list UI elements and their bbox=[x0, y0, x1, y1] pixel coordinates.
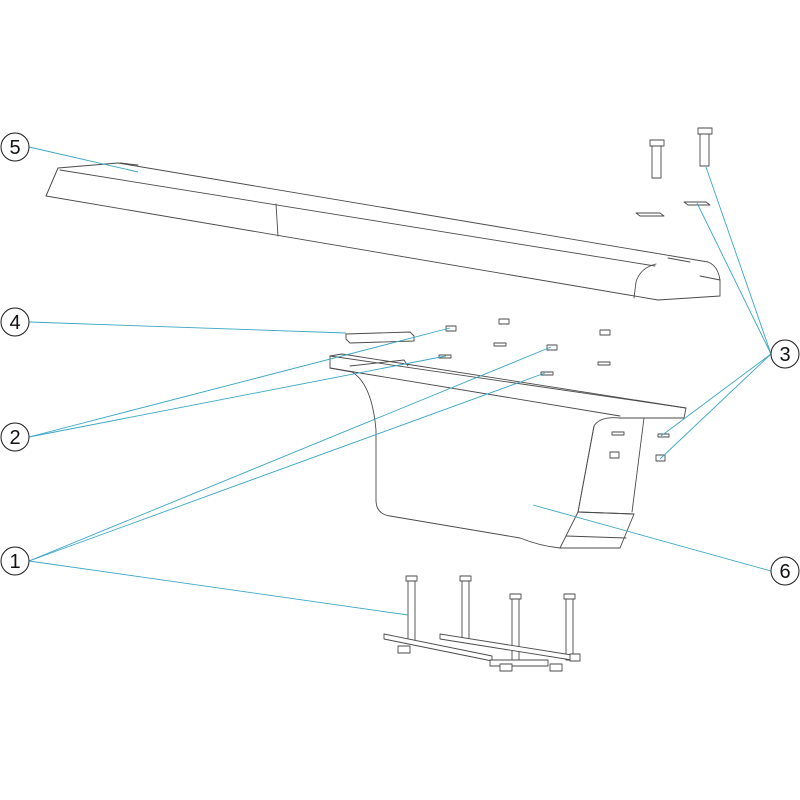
leader-3c bbox=[660, 353, 772, 437]
callout-2-label: 2 bbox=[9, 427, 20, 449]
part-4-plate bbox=[345, 331, 415, 344]
part-3-top-bolts bbox=[635, 127, 713, 217]
leader-2a bbox=[28, 327, 451, 438]
callout-5: 5 bbox=[0, 132, 30, 162]
leader-3a bbox=[705, 166, 772, 355]
leader-1a bbox=[28, 346, 552, 562]
leader-lines bbox=[28, 146, 772, 616]
callout-6: 6 bbox=[770, 556, 800, 586]
callout-1: 1 bbox=[0, 546, 30, 576]
leader-1c bbox=[28, 560, 409, 616]
part-1-anchor-frame bbox=[383, 575, 581, 672]
callout-1-label: 1 bbox=[9, 551, 20, 573]
leader-4 bbox=[28, 321, 347, 334]
leader-3b bbox=[696, 202, 772, 355]
callout-3: 3 bbox=[770, 339, 800, 369]
leader-2b bbox=[28, 355, 447, 438]
part-6-support bbox=[329, 353, 687, 549]
callout-6-label: 6 bbox=[779, 561, 790, 583]
part-5-board bbox=[45, 162, 721, 301]
callout-5-label: 5 bbox=[9, 137, 20, 159]
leader-1b bbox=[28, 372, 546, 562]
leader-6 bbox=[532, 504, 772, 572]
callout-3-label: 3 bbox=[779, 344, 790, 366]
callout-4: 4 bbox=[0, 307, 30, 337]
callout-2: 2 bbox=[0, 422, 30, 452]
part-2-nuts bbox=[438, 318, 611, 376]
leader-3d bbox=[659, 353, 772, 460]
leader-5 bbox=[28, 146, 139, 173]
callout-4-label: 4 bbox=[9, 312, 20, 334]
